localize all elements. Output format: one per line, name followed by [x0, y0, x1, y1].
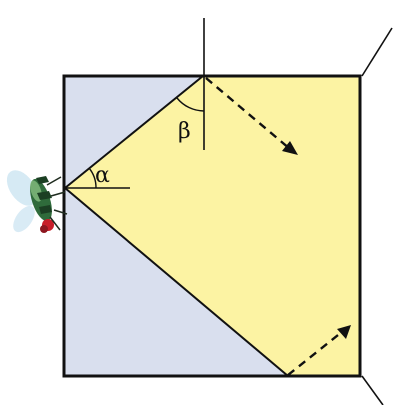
alpha-label: α [95, 163, 110, 188]
arrow-top [205, 77, 298, 155]
alpha-arc [88, 167, 97, 189]
ray-lower [64, 187, 289, 377]
block-outline [62, 74, 362, 378]
arrow-bottom [287, 325, 351, 376]
exit-line-top-right [361, 27, 393, 77]
ray-upper [64, 75, 204, 189]
fly-icon [6, 170, 68, 233]
exit-line-bottom-right [361, 375, 384, 405]
beta-arc [176, 97, 205, 112]
beta-label: β [178, 119, 191, 144]
